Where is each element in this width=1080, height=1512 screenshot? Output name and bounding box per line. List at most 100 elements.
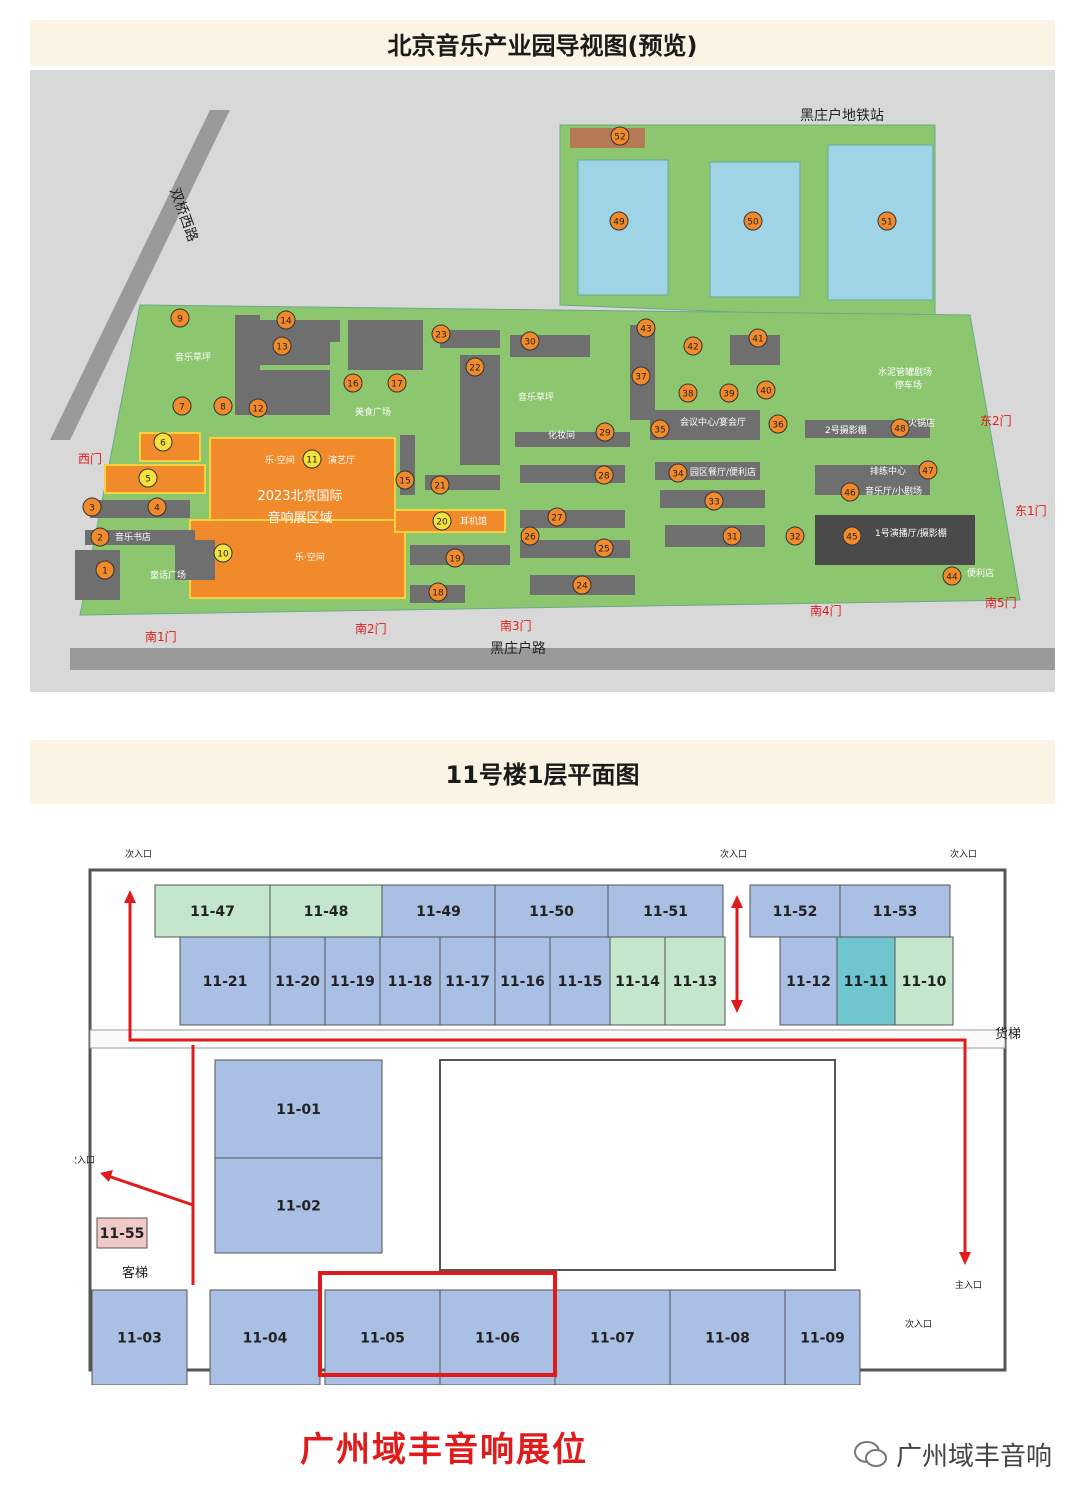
expo-area-label-2: 音响展区域 [267, 510, 332, 526]
svg-text:4: 4 [154, 504, 160, 514]
svg-text:27: 27 [551, 514, 562, 524]
bookstore-label: 音乐书店 [115, 531, 151, 543]
south-gate-1: 南1门 [145, 629, 177, 644]
room-11-53: 11-53 [839, 884, 951, 938]
svg-text:1: 1 [102, 567, 108, 577]
room-11-48: 11-48 [269, 884, 383, 938]
svg-text:6: 6 [160, 439, 166, 449]
music-lawn2-label: 音乐草坪 [175, 351, 211, 363]
marker-30: 30 [520, 331, 540, 351]
marker-16: 16 [343, 373, 363, 393]
svg-text:11-52: 11-52 [773, 904, 818, 920]
svg-text:14: 14 [280, 317, 292, 327]
svg-text:41: 41 [752, 335, 763, 345]
south-road [70, 648, 1055, 670]
b20-label: 耳机馆 [460, 515, 487, 527]
svg-text:10: 10 [217, 550, 229, 560]
svg-text:13: 13 [276, 343, 287, 353]
south-gate-2: 南2门 [355, 621, 387, 636]
svg-text:37: 37 [635, 373, 646, 383]
floor-plan-title: 11号楼1层平面图 [30, 740, 1055, 804]
svg-text:8: 8 [220, 403, 226, 413]
svg-text:11-10: 11-10 [902, 974, 947, 990]
marker-46: 46 [840, 482, 860, 502]
marker-48: 48 [890, 418, 910, 438]
svg-text:36: 36 [772, 421, 784, 431]
sub-entrance-label-1: 次入口 [125, 848, 152, 860]
parking-label-2: 停车场 [895, 379, 922, 391]
svg-text:11-48: 11-48 [304, 904, 349, 920]
svg-text:26: 26 [524, 533, 536, 543]
expo-area: 2023北京国际 音响展区域 乐·空间 乐·空间 演艺厅 耳机馆 [104, 432, 506, 599]
room-11-50: 11-50 [494, 884, 609, 938]
svg-text:23: 23 [435, 331, 446, 341]
svg-text:12: 12 [252, 405, 263, 415]
room-11-05: 11-05 [324, 1289, 441, 1386]
route-arrowheads [100, 890, 971, 1265]
convenience-label: 便利店 [967, 567, 994, 579]
svg-text:47: 47 [922, 467, 933, 477]
room-11-17: 11-17 [439, 936, 496, 1026]
room-11-20: 11-20 [269, 936, 326, 1026]
music-lawn-label: 音乐草坪 [518, 391, 554, 403]
svg-text:11-07: 11-07 [590, 1331, 635, 1347]
svg-text:11-49: 11-49 [416, 904, 461, 920]
marker-26: 26 [520, 526, 540, 546]
svg-text:9: 9 [177, 315, 183, 325]
marker-29: 29 [595, 422, 615, 442]
svg-text:11-55: 11-55 [100, 1226, 145, 1242]
sub-entrance-label-2: 次入口 [720, 848, 747, 860]
b10-label: 乐·空间 [295, 551, 325, 563]
svg-text:46: 46 [844, 489, 856, 499]
dining-label: 园区餐厅/便利店 [690, 466, 756, 478]
parking-label: 水泥管罐剧场 [878, 366, 932, 378]
b11-top-label: 乐·空间 [265, 454, 295, 466]
marker-40: 40 [756, 380, 776, 400]
svg-text:11-05: 11-05 [360, 1331, 405, 1347]
svg-text:5: 5 [145, 475, 151, 485]
svg-text:11-20: 11-20 [275, 974, 320, 990]
svg-text:11-08: 11-08 [705, 1331, 750, 1347]
marker-19: 19 [445, 548, 465, 568]
marker-47: 47 [918, 460, 938, 480]
marker-51: 51 [877, 211, 897, 231]
svg-text:11-02: 11-02 [276, 1199, 321, 1215]
svg-text:11-11: 11-11 [844, 974, 889, 990]
marker-15: 15 [395, 470, 415, 490]
park-map: 双桥西路 黑庄户路 黑庄户地铁站 2023北京国际 音响展区域 乐·空间 乐·空… [30, 70, 1055, 692]
svg-text:32: 32 [789, 533, 800, 543]
room-11-15: 11-15 [549, 936, 611, 1026]
room-11-49: 11-49 [381, 884, 496, 938]
svg-text:11-47: 11-47 [190, 904, 235, 920]
svg-text:30: 30 [524, 338, 536, 348]
marker-50: 50 [743, 211, 763, 231]
marker-34: 34 [668, 463, 688, 483]
svg-text:16: 16 [347, 380, 359, 390]
svg-text:25: 25 [598, 545, 609, 555]
room-11-07: 11-07 [554, 1289, 671, 1386]
svg-text:51: 51 [881, 218, 892, 228]
svg-text:11-51: 11-51 [643, 904, 688, 920]
marker-32: 32 [785, 526, 805, 546]
marker-22: 22 [465, 357, 485, 377]
svg-text:11-50: 11-50 [529, 904, 574, 920]
room-11-13: 11-13 [664, 936, 726, 1026]
marker-42: 42 [683, 336, 703, 356]
park-map-canvas: 双桥西路 黑庄户路 黑庄户地铁站 2023北京国际 音响展区域 乐·空间 乐·空… [50, 107, 1055, 670]
svg-text:21: 21 [434, 482, 445, 492]
marker-13: 13 [272, 336, 292, 356]
svg-text:45: 45 [846, 533, 857, 543]
floor-plan-canvas: 11-47 11-48 11-49 11-50 11-51 11-52 11-53 11-21… [68, 848, 1021, 1386]
svg-text:11-19: 11-19 [330, 974, 375, 990]
marker-25: 25 [594, 538, 614, 558]
subway-label: 黑庄户地铁站 [800, 107, 884, 124]
svg-text:39: 39 [723, 390, 735, 400]
east-gate-2: 东2门 [980, 413, 1012, 428]
svg-text:31: 31 [726, 533, 737, 543]
svg-text:48: 48 [894, 425, 906, 435]
room-11-18: 11-18 [379, 936, 441, 1026]
room-11-21: 11-21 [179, 936, 271, 1026]
south-gate-3: 南3门 [500, 618, 532, 633]
svg-text:11-06: 11-06 [475, 1331, 520, 1347]
